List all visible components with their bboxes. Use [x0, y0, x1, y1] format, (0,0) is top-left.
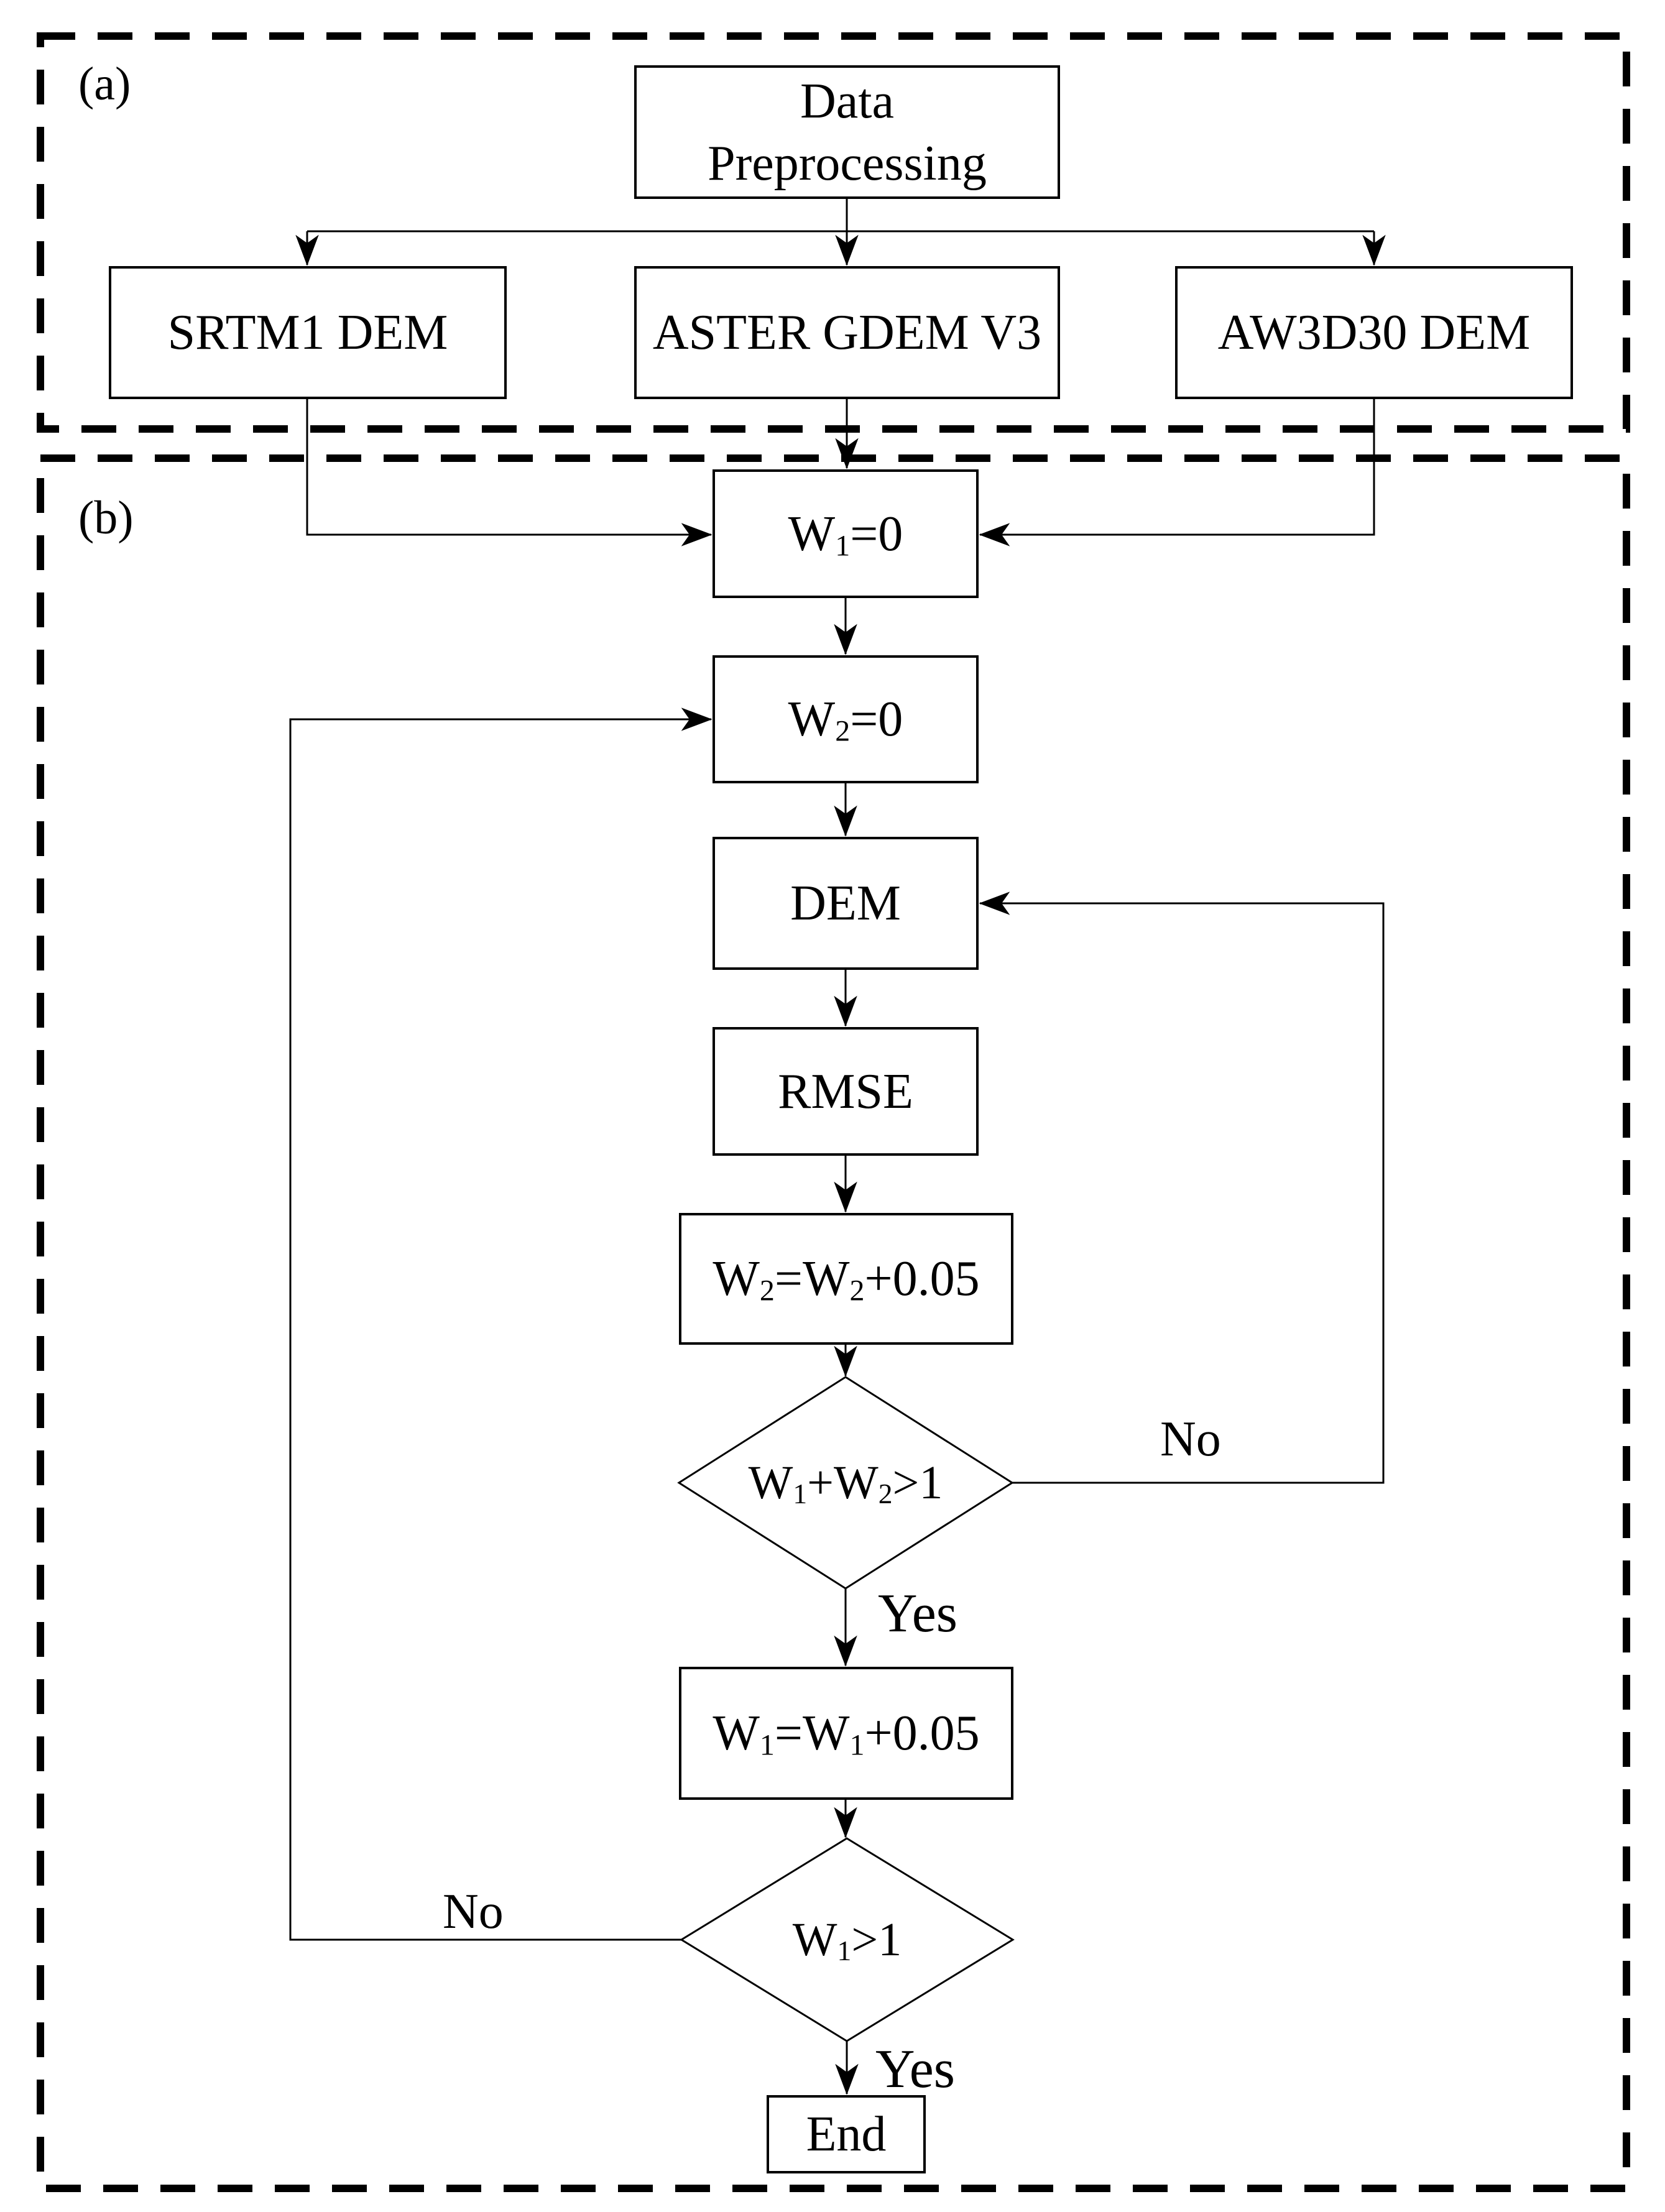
flow-box-w2-step: W2=W2+0.05 [679, 1213, 1013, 1345]
label-segment: +0.05 [864, 1251, 980, 1306]
label-segment: W [748, 1456, 793, 1509]
decision-w1-shape [680, 1837, 1015, 2042]
label-segment: =0 [850, 692, 903, 747]
decision-w1w2-text: W1+W2>1 [749, 1456, 943, 1510]
label-segment: End [806, 2107, 887, 2162]
flow-box-end: End [767, 2095, 926, 2173]
label-segment: W [792, 1913, 837, 1966]
flow-box-dem: DEM [713, 837, 979, 970]
label-segment: AW3D30 DEM [1217, 305, 1531, 360]
flow-box-w1-step: W1=W1+0.05 [679, 1667, 1013, 1800]
flow-box-w2-init: W2=0 [713, 655, 979, 783]
flow-box-w1-init-label: W1=0 [788, 503, 903, 565]
label-subscript: 2 [835, 714, 851, 748]
decision-w1-text: W1>1 [793, 1913, 902, 1967]
flow-box-rmse: RMSE [713, 1027, 979, 1156]
flow-box-srtm1-dem: SRTM1 DEM [109, 266, 507, 399]
flow-box-w1-init: W1=0 [713, 469, 979, 598]
flow-box-data-preprocessing: Data Preprocessing [634, 65, 1060, 199]
flow-box-w2-step-label: W2=W2+0.05 [713, 1248, 979, 1310]
label-segment: =0 [850, 506, 903, 561]
panel-a-label: (a) [78, 58, 131, 110]
label-segment: +W [807, 1456, 879, 1509]
panel-a-border [37, 32, 1630, 433]
edge-label-decision1-no: No [1160, 1412, 1221, 1467]
label-subscript: 1 [835, 529, 851, 563]
edge-decision2-no-loop-w2init [289, 707, 713, 1941]
label-segment: >1 [892, 1456, 943, 1509]
edge-label-decision2-no: No [443, 1884, 504, 1939]
decision-w1w2-label: W1+W2>1 [679, 1433, 1012, 1532]
label-segment: W [713, 1706, 760, 1761]
label-segment: >1 [851, 1913, 902, 1966]
edge-decision1-no-loop-dem [979, 892, 1385, 1484]
edge-aw3d30-w1init [979, 399, 1375, 546]
label-subscript: 1 [849, 1728, 865, 1762]
panel-b-label: (b) [78, 492, 134, 544]
decision-w1-label: W1>1 [681, 1890, 1013, 1989]
label-subscript: 2 [849, 1274, 865, 1307]
label-segment: =W [774, 1706, 850, 1761]
edge-srtm1-w1init [306, 399, 713, 546]
label-segment: =W [774, 1251, 850, 1306]
label-subscript: 1 [837, 1934, 852, 1966]
decision-w1w2-shape [677, 1376, 1014, 1590]
label-subscript: 2 [878, 1477, 893, 1509]
label-segment: ASTER GDEM V3 [652, 305, 1042, 360]
label-segment: +0.05 [864, 1706, 980, 1761]
label-subscript: 1 [793, 1477, 808, 1509]
label-subscript: 2 [759, 1274, 775, 1307]
label-segment: W [788, 506, 836, 561]
label-segment: RMSE [778, 1064, 913, 1119]
label-segment: DEM [790, 876, 901, 931]
edge-label-decision1-yes: Yes [878, 1583, 958, 1644]
label-subscript: 1 [759, 1728, 775, 1762]
flow-box-w1-step-label: W1=W1+0.05 [713, 1702, 979, 1764]
label-segment: Data Preprocessing [708, 73, 987, 191]
label-segment: W [788, 692, 836, 747]
label-segment: SRTM1 DEM [167, 305, 448, 360]
flow-box-aw3d30-dem: AW3D30 DEM [1175, 266, 1573, 399]
flow-box-w2-init-label: W2=0 [788, 688, 903, 750]
flow-box-aster-gdem-v3: ASTER GDEM V3 [634, 266, 1060, 399]
edge-label-decision2-yes: Yes [875, 2039, 956, 2099]
label-segment: W [713, 1251, 760, 1306]
